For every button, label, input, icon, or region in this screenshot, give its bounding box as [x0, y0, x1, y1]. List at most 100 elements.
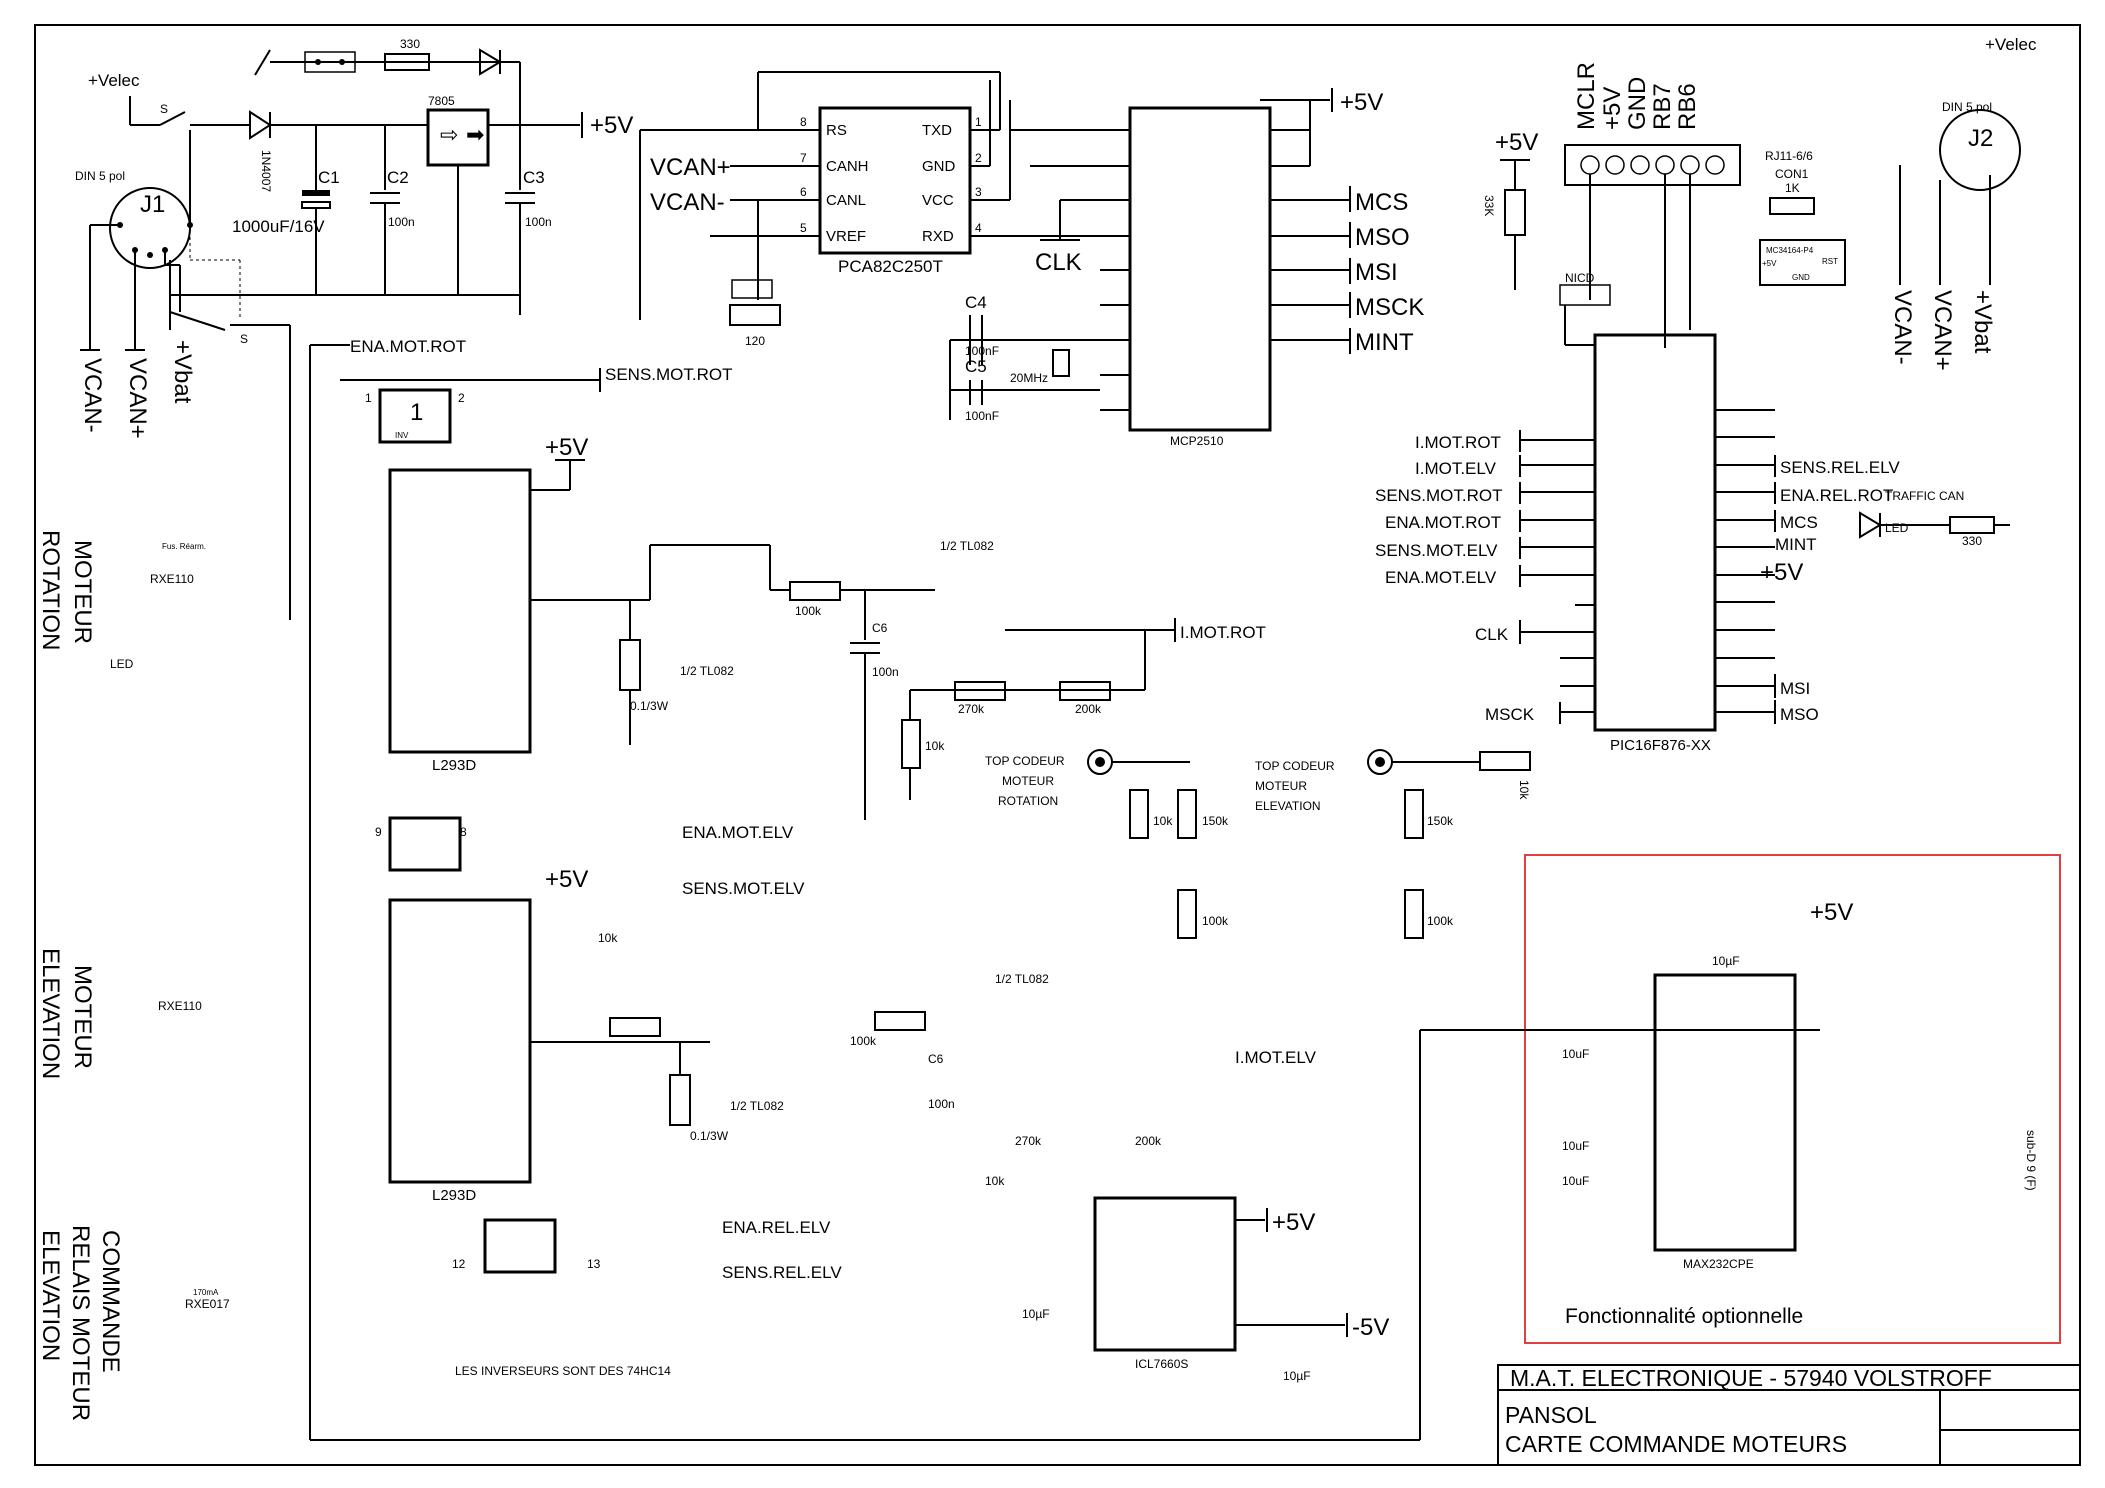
pic-in-imot-rot: I.MOT.ROT	[1415, 433, 1501, 452]
rj-gnd: GND	[1624, 77, 1651, 130]
reset-ic-name: MC34164-P4	[1766, 246, 1814, 255]
r10k-rot: 10k	[925, 739, 945, 753]
pic-name: PIC16F876-XX	[1610, 737, 1711, 754]
imot-elv-label: I.MOT.ELV	[1235, 1048, 1317, 1067]
pca-pin-canl: CANL	[826, 192, 866, 209]
pic-mcs: MCS	[1780, 513, 1818, 532]
rv200k-rot: 200k	[1075, 702, 1102, 716]
inv-elv-pin9: 9	[375, 825, 382, 839]
max232-cap-top: 10µF	[1712, 954, 1740, 968]
inv2-elv-pin13: 13	[587, 1257, 601, 1271]
rj11-name: RJ11-6/6	[1765, 149, 1813, 163]
vcan-plus-j2: VCAN+	[1929, 290, 1956, 371]
board-title: CARTE COMMANDE MOTEURS	[1505, 1431, 1847, 1457]
connector-j1: DIN 5 pol J1 VCAN- VCAN+ +Vbat	[75, 130, 196, 439]
encoder-elv-r100k: 100k	[1427, 914, 1454, 928]
r330-supply: 330	[400, 37, 420, 51]
ena-mot-rot: ENA.MOT.ROT	[350, 337, 466, 356]
c5-name: C5	[965, 357, 987, 376]
vbat-j1: +Vbat	[169, 340, 196, 404]
reset-ic-5v: +5V	[1762, 259, 1777, 268]
encoders: 10k 150k 100k 150k 100k 10k	[1087, 749, 1531, 939]
c2-value: 100n	[388, 215, 415, 229]
rj-rb7: RB7	[1649, 83, 1676, 130]
clk-label-mcp: CLK	[1035, 249, 1082, 276]
plus5v-regulator: +5V	[590, 112, 633, 139]
pic-out-ena-elv: ENA.MOT.ELV	[1385, 568, 1497, 587]
svg-text:➡: ➡	[466, 122, 484, 147]
pca-pin-6: 6	[800, 185, 807, 199]
side-labels: MOTEUR ROTATION MOTEUR ELEVATION COMMAND…	[37, 530, 1335, 1421]
pca-pin-7: 7	[800, 151, 807, 165]
imot-rot-label: I.MOT.ROT	[1180, 623, 1266, 642]
pca-pin-4: 4	[975, 221, 982, 235]
pic-mso: MSO	[1780, 705, 1819, 724]
plus5v-max232: +5V	[1810, 899, 1853, 926]
diode-label-supply: 1N4007	[259, 150, 273, 192]
connector-j2: +Velec DIN 5 pol J2 VCAN- VCAN+ +Vbat	[1889, 35, 2037, 371]
pca82c250t	[818, 106, 972, 255]
c1-value: 1000uF/16V	[232, 217, 325, 236]
r1k: 1K	[1785, 181, 1800, 195]
rotation-driver: L293D ENA.MOT.ROT SENS.MOT.ROT I.MOT.ROT…	[110, 337, 1266, 774]
pic-mint: MINT	[1775, 535, 1817, 554]
rj-5v: +5V	[1599, 87, 1626, 130]
spi-mcs: MCS	[1355, 189, 1408, 216]
pic-out-ena-rot: ENA.MOT.ROT	[1385, 513, 1501, 532]
opamp1-elv: 1/2 TL082	[730, 1099, 784, 1113]
pca-pin-5: 5	[800, 221, 807, 235]
enc-rot-3: ROTATION	[998, 794, 1058, 808]
regulator-name: 7805	[428, 94, 455, 108]
pic-out-sens-rot: SENS.MOT.ROT	[1375, 486, 1503, 505]
pca82c250t-name: PCA82C250T	[838, 257, 943, 276]
encoder-elv-r10k: 10k	[1517, 780, 1531, 800]
fuse-relay: RXE017	[185, 1297, 230, 1311]
relay-line3: ELEVATION	[37, 1230, 64, 1361]
pic16f876	[1593, 333, 1717, 732]
spi-mso: MSO	[1355, 224, 1410, 251]
r100k-elv: 100k	[850, 1034, 877, 1048]
reset-ic-rst: RST	[1822, 257, 1838, 266]
shunt-rot: 0.1/3W	[630, 699, 669, 713]
traffic-can: TRAFFIC CAN	[1885, 489, 1964, 503]
vcan-minus-j2: VCAN-	[1889, 290, 1916, 365]
enc-rot-2: MOTEUR	[1002, 774, 1054, 788]
sens-mot-rot-label: SENS.MOT.ROT	[605, 365, 733, 384]
pca-pin-rs: RS	[826, 122, 847, 139]
rj11-connector	[1564, 144, 1741, 186]
max232-cap3: 10uF	[1562, 1174, 1589, 1188]
spi-mint: MINT	[1355, 329, 1414, 356]
l293d-elv-name: L293D	[432, 1187, 476, 1204]
pic-plus5v: +5V	[1760, 559, 1803, 586]
reset-ic-gnd: GND	[1792, 273, 1810, 282]
pca-pin-canh: CANH	[826, 158, 869, 175]
inv2-elv-pin12: 12	[452, 1257, 466, 1271]
velec-label-j2: +Velec	[1985, 35, 2037, 54]
c6-rot: C6	[872, 621, 888, 635]
traffic-led: LED	[1885, 521, 1909, 535]
plus5v-icl: +5V	[1272, 1209, 1315, 1236]
vbat-j2: +Vbat	[1969, 290, 1996, 354]
can-controller: MCP2510 CLK +5V MCS MSO MSI MSCK MINT	[949, 88, 1424, 448]
rs232-transceiver: MAX232CPE 10µF +5V 10uF 10uF 10uF sub-D …	[1562, 899, 2038, 1271]
spi-msck: MSCK	[1355, 294, 1424, 321]
led-rot: LED	[110, 657, 134, 671]
opamp2-rot: 1/2 TL082	[940, 539, 994, 553]
enc-elv-3: ELEVATION	[1255, 799, 1321, 813]
max232-cap1: 10uF	[1562, 1047, 1589, 1061]
fuse-elv: RXE110	[158, 999, 202, 1013]
j2-name: J2	[1968, 125, 1993, 152]
c5-value: 100nF	[965, 409, 999, 423]
can-transceiver: PCA82C250T VCAN+ VCAN- 120 8 RS 7 CANH 6…	[639, 71, 1130, 348]
inv-rot-pin2: 2	[458, 391, 465, 405]
c3-name: C3	[523, 168, 545, 187]
power-supply: +Velec S 1N4007 C1 1000uF/16V C2 100n 78…	[88, 37, 633, 620]
icl-cap2: 10µF	[1283, 1369, 1311, 1383]
optional-section-box	[1524, 854, 2061, 1344]
pca-pin-rxd: RXD	[922, 228, 954, 245]
traffic-r330: 330	[1962, 534, 1982, 548]
enc-elv-1: TOP CODEUR	[1255, 759, 1335, 773]
encoder-rot-r150k: 150k	[1202, 814, 1229, 828]
crystal-value: 20MHz	[1010, 371, 1048, 385]
